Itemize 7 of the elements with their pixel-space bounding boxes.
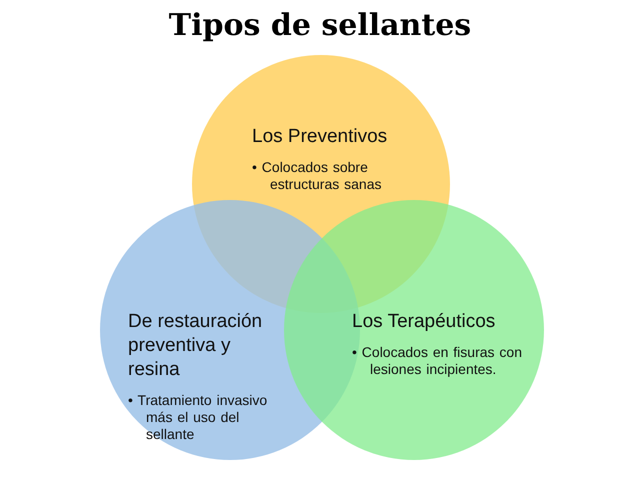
circle-heading: Los Preventivos: [252, 125, 388, 149]
circle-heading: Los Terapéuticos: [352, 310, 496, 334]
bullet-text: • Colocados sobre estructuras sanas: [252, 159, 382, 193]
bullet-text: • Colocados en fisuras con lesiones incipientes.: [352, 344, 522, 378]
circle-heading: De restauración preventiva y resina: [128, 310, 264, 382]
bullet-text: • Tratamiento invasivo más el uso del sellante: [128, 392, 268, 443]
title: Tipos de sellantes: [168, 8, 472, 43]
